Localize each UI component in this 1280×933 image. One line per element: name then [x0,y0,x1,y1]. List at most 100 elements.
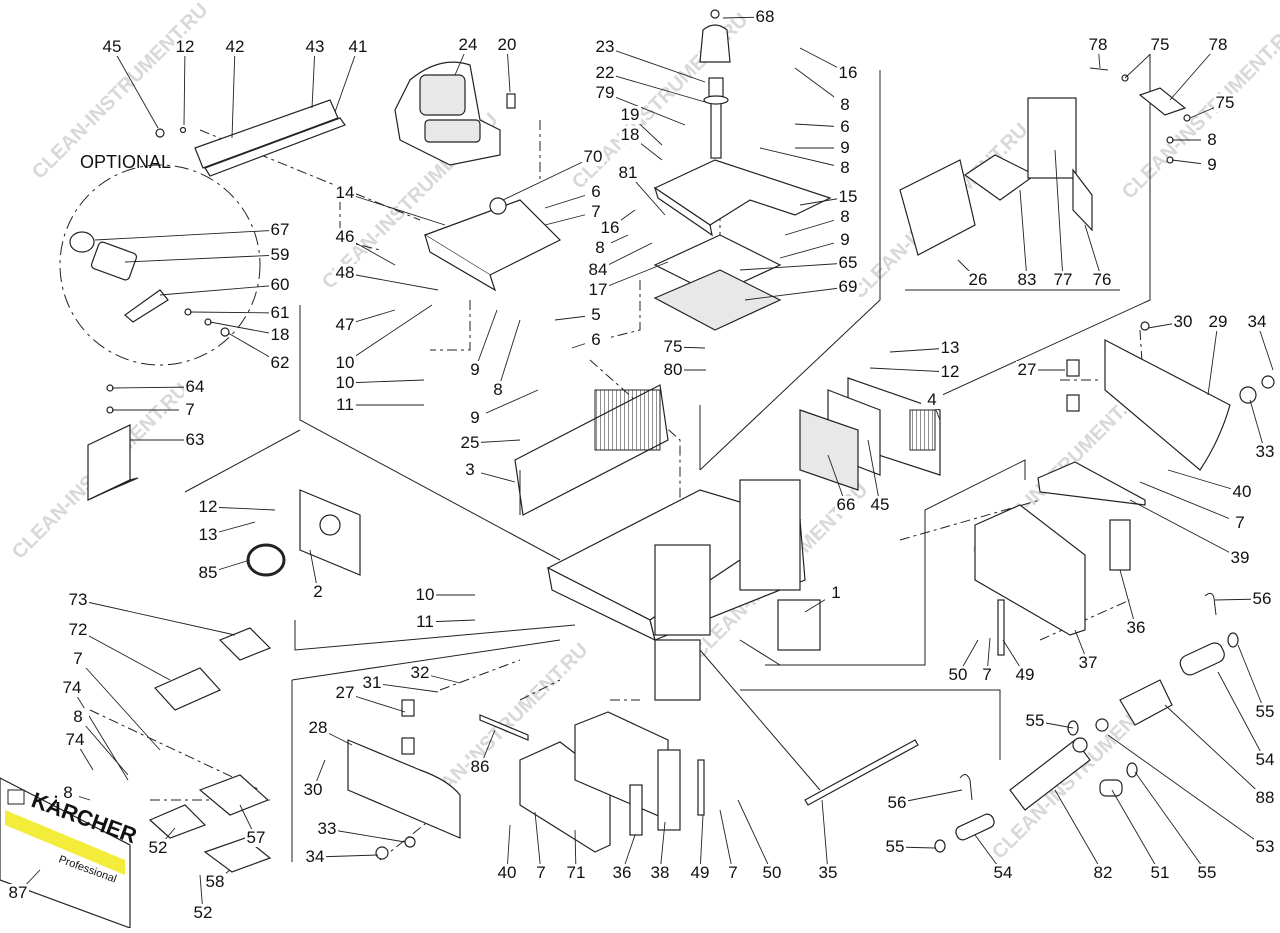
callout-number: 8 [840,95,849,114]
callout-bg [1052,271,1074,289]
callout-number: 85 [199,563,218,582]
callout-bg [594,38,616,56]
callout-number: 62 [271,353,290,372]
callout-bg [64,731,86,749]
callout-12: 12 [174,37,196,126]
callout-bg [316,820,338,838]
callout-54: 54 [974,834,1014,882]
callout-bg [1207,36,1229,54]
callout-number: 53 [1256,837,1275,856]
callout-bg [835,496,857,514]
callout-number: 26 [969,270,988,289]
callout-30: 30 [1147,312,1194,331]
callout-9: 9 [795,138,856,157]
leader-line [1107,734,1266,848]
callout-62: 62 [227,332,291,372]
callout-26: 26 [957,259,989,289]
callout-bg [347,38,369,56]
callout-number: 7 [728,863,737,882]
callout-bg [414,613,436,631]
callout-6: 6 [571,330,607,349]
callout-bg [662,338,684,356]
part-plate-2 [246,489,361,577]
callout-63: 63 [130,430,206,449]
callout-43: 43 [304,37,326,109]
callout-bg [67,650,89,668]
callout-7: 7 [719,809,744,882]
callout-14: 14 [334,183,446,226]
leader-line [1019,189,1028,281]
callout-number: 3 [465,460,474,479]
callout-bg [459,461,481,479]
callout-8: 8 [67,707,129,776]
callout-number: 47 [336,315,355,334]
part-plate-15 [653,159,832,237]
callout-bg [1087,36,1109,54]
leader-line [231,46,236,139]
callout-7: 7 [1139,481,1251,532]
callout-67: 67 [94,220,291,241]
callout-number: 13 [199,525,218,544]
callout-8: 8 [487,319,521,399]
callout-55: 55 [884,837,936,856]
callout-bg [1254,789,1276,807]
callout-bg [7,884,29,902]
callout-61: 61 [189,303,291,322]
callout-number: 68 [756,7,775,26]
callout-number: 4 [927,390,936,409]
callout-40: 40 [1167,469,1253,501]
callout-32: 32 [409,663,461,684]
callout-55: 55 [1024,711,1074,730]
callout-number: 50 [949,665,968,684]
callout-bg [585,306,607,324]
callout-bg [837,64,859,82]
leader-line [502,156,594,201]
callout-bg [269,354,291,372]
leader-line [94,229,281,241]
callout-7: 7 [112,400,201,419]
callout-bg [1251,590,1273,608]
callout-65: 65 [739,253,859,272]
callout-51: 51 [1111,789,1171,882]
callout-bg [992,864,1014,882]
callout-number: 8 [493,380,502,399]
callout-bg [585,183,607,201]
callout-56: 56 [1214,589,1273,608]
callout-bg [1092,864,1114,882]
callout-bg [565,864,587,882]
callout-bg [1077,654,1099,672]
callout-number: 49 [1016,665,1035,684]
leader-line [77,629,171,681]
leader-line [604,72,706,103]
callout-bg [67,591,89,609]
callout-number: 33 [1256,442,1275,461]
callout-50: 50 [947,639,979,684]
callout-bg [722,864,744,882]
leader-line [1119,569,1137,629]
callout-number: 24 [459,35,478,54]
callout-number: 81 [619,163,638,182]
callout-number: 54 [994,863,1013,882]
callout-number: 7 [73,649,82,668]
part-mats-65-69 [653,234,782,331]
callout-9: 9 [464,389,539,427]
callout-6: 6 [794,117,856,136]
callout-bg [57,784,79,802]
callout-35: 35 [817,799,839,882]
callout-number: 40 [498,863,517,882]
leader-line [821,799,829,874]
leader-line [77,716,129,776]
leader-line [111,386,196,389]
callout-50: 50 [737,799,783,882]
callout-83: 83 [1016,189,1038,289]
callout-number: 6 [840,117,849,136]
callout-bg [834,139,856,157]
callout-number: 30 [1174,312,1193,331]
callout-bg [1254,751,1276,769]
callout-number: 41 [349,37,368,56]
callout-45: 45 [867,439,891,514]
callout-52: 52 [147,827,176,857]
callout-number: 74 [66,730,85,749]
callout-number: 18 [621,125,640,144]
leader-line [1167,469,1243,493]
